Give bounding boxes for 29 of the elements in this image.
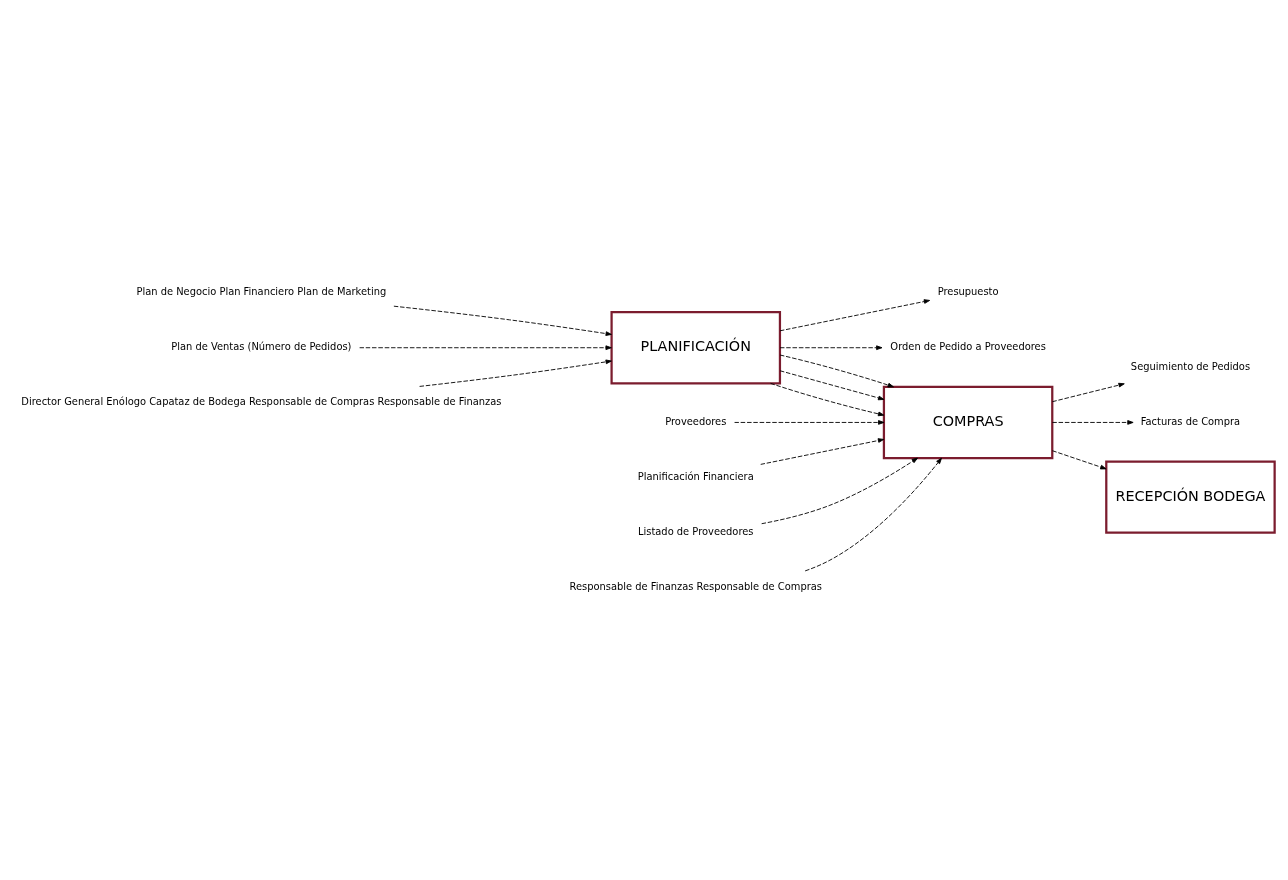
node-text: Orden de Pedido a Proveedores <box>890 341 1046 353</box>
node-text: Presupuesto <box>937 286 999 298</box>
node-box: RECEPCIÓN BODEGA <box>1105 460 1276 534</box>
arrow <box>393 305 612 336</box>
arrow <box>760 438 885 465</box>
node-text: Facturas de Compra <box>1140 415 1241 427</box>
node-text: Listado de Proveedores <box>638 525 754 537</box>
arrow <box>1051 420 1134 425</box>
arrow <box>419 359 612 387</box>
node-text: Plan de Ventas (Número de Pedidos) <box>171 341 352 353</box>
arrow <box>1051 450 1107 470</box>
arrow <box>779 354 894 388</box>
arrow <box>779 345 883 351</box>
arrow <box>1051 382 1125 403</box>
node-text: Proveedores <box>665 415 727 427</box>
node-text: Planificación Financiera <box>637 470 754 482</box>
arrow <box>770 382 885 417</box>
node-text: Director General Enólogo Capataz de Bodega Responsable de Compras Responsable de Finanzas <box>21 396 502 408</box>
arrow <box>804 457 942 572</box>
arrow <box>359 345 612 351</box>
node-box: COMPRAS <box>882 385 1054 460</box>
node-text: Seguimiento de Pedidos <box>1130 361 1251 373</box>
arrow <box>779 299 931 332</box>
node-box: PLANIFICACIÓN <box>610 311 782 385</box>
node-text: Responsable de Finanzas Responsable de Compras <box>569 580 823 592</box>
arrow <box>734 420 885 425</box>
arrow <box>761 457 918 525</box>
arrow <box>779 370 885 401</box>
node-text: Plan de Negocio Plan Financiero Plan de Marketing <box>136 286 387 298</box>
